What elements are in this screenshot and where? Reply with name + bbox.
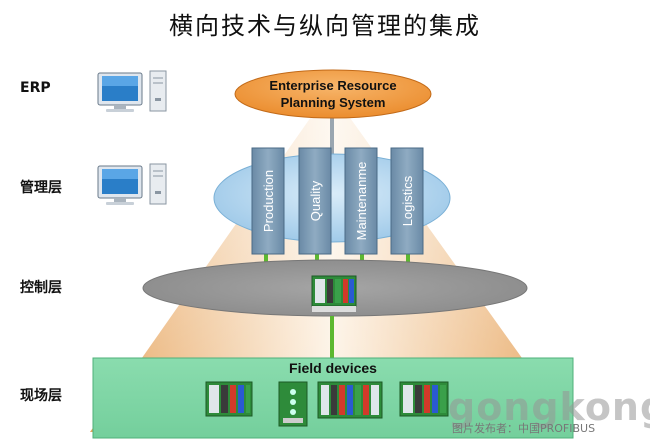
field-devices-label: Field devices bbox=[289, 360, 377, 376]
layer-label-management: 管理层 bbox=[20, 180, 62, 196]
module-label-production: Production bbox=[261, 170, 276, 232]
erp-system-line2: Planning System bbox=[281, 95, 386, 110]
mes-module-quality bbox=[298, 147, 332, 255]
control-connector bbox=[330, 316, 334, 358]
module-label-maintenance: Maintenanme bbox=[354, 162, 369, 241]
computer-icon-management bbox=[97, 163, 167, 205]
module-connector bbox=[406, 252, 410, 270]
erp-system-line1: Enterprise Resource bbox=[269, 78, 396, 93]
layer-label-field: 现场层 bbox=[20, 388, 62, 404]
mes-module-production bbox=[251, 147, 285, 255]
field-device bbox=[317, 381, 383, 419]
watermark-brand: gongkong bbox=[448, 385, 650, 429]
plc-device-control bbox=[311, 275, 357, 312]
field-device bbox=[399, 381, 449, 417]
erp-connector bbox=[330, 112, 334, 154]
watermark-caption: 图片发布者：中国PROFIBUS bbox=[452, 422, 596, 435]
layer-label-control: 控制层 bbox=[20, 280, 62, 296]
field-device bbox=[205, 381, 253, 417]
mes-module-logistics bbox=[390, 147, 424, 255]
layer-label-erp: ERP bbox=[20, 80, 51, 96]
diagram-title: 横向技术与纵向管理的集成 bbox=[169, 12, 481, 40]
erp-ellipse bbox=[234, 69, 432, 119]
module-label-logistics: Logistics bbox=[400, 175, 415, 226]
module-connector bbox=[264, 252, 268, 270]
field-device bbox=[278, 381, 308, 427]
module-label-quality: Quality bbox=[308, 180, 323, 221]
mes-module-maintenance bbox=[344, 147, 378, 255]
computer-icon-erp bbox=[97, 70, 167, 112]
